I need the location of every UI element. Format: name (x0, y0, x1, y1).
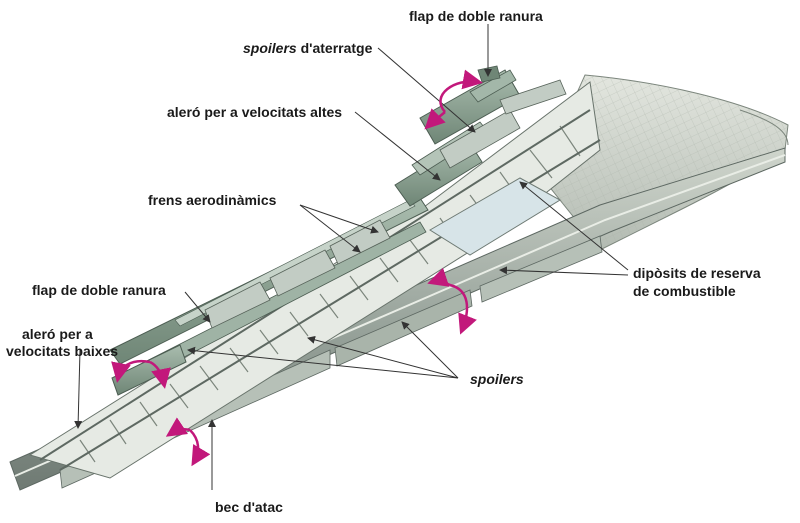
label-landing-spoilers-italic: spoilers (243, 40, 297, 56)
landing-spoilers (439, 79, 567, 169)
label-low-speed-aileron-line2: velocitats baixes (6, 343, 119, 359)
label-air-brakes: frens aerodinàmics (148, 192, 277, 208)
label-landing-spoilers-rest: d'aterratge (296, 40, 373, 56)
label-double-slotted-flap-left: flap de doble ranura (32, 282, 166, 298)
label-high-speed-aileron: aleró per a velocitats altes (167, 104, 343, 120)
leader-lines (74, 24, 629, 490)
label-double-slotted-flap-top: flap de doble ranura (409, 8, 543, 24)
label-landing-spoilers: spoilers d'aterratge (243, 40, 372, 56)
motion-arrows (111, 69, 483, 467)
label-leading-edge-slat: bec d'atac (215, 499, 283, 515)
spoiler-panels (204, 219, 391, 329)
label-spoilers: spoilers (470, 371, 524, 387)
label-fuel-tanks-line2: de combustible (633, 283, 736, 299)
label-fuel-tanks-line1: dipòsits de reserva (633, 265, 761, 281)
label-low-speed-aileron-line1: aleró per a (22, 326, 93, 342)
